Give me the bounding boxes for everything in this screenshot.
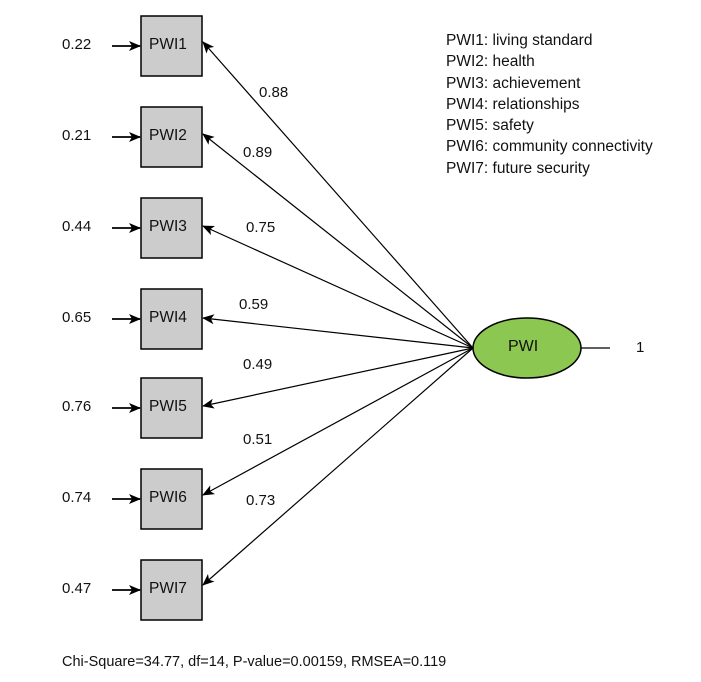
legend: PWI1: living standard PWI2: health PWI3:…: [446, 30, 653, 179]
error-variance: 0.65: [62, 309, 92, 326]
legend-item: PWI3: achievement: [446, 74, 581, 92]
loading-arrow: [202, 347, 474, 496]
indicator-label: PWI5: [149, 398, 187, 415]
indicator-box: [140, 468, 203, 530]
indicator-box: [140, 377, 203, 439]
factor-loading: 0.75: [246, 219, 276, 236]
indicator-box: [140, 106, 203, 168]
indicator-label: PWI2: [149, 127, 187, 144]
error-variance: 0.21: [62, 127, 92, 144]
factor-loading: 0.49: [243, 356, 273, 373]
indicator-label: PWI6: [149, 489, 187, 506]
indicator-box: [140, 15, 203, 77]
indicator-label: PWI1: [149, 36, 187, 53]
loading-arrow: [202, 347, 474, 586]
loading-arrow: [202, 347, 474, 409]
indicator-label: PWI3: [149, 218, 187, 235]
factor-loading: 0.88: [259, 84, 289, 101]
loading-arrow: [202, 314, 474, 349]
error-variance: 0.76: [62, 398, 92, 415]
legend-item: PWI4: relationships: [446, 95, 580, 113]
loading-arrow: [202, 133, 474, 349]
indicator-box: [140, 288, 203, 350]
factor-loading: 0.73: [246, 492, 276, 509]
indicator-box: [140, 559, 203, 621]
error-variance: 0.74: [62, 489, 92, 506]
legend-item: PWI2: health: [446, 53, 535, 71]
factor-loading: 0.89: [243, 144, 273, 161]
legend-item: PWI5: safety: [446, 117, 534, 135]
indicator-box: [140, 197, 203, 259]
factor-label: PWI: [508, 338, 539, 355]
error-variance: 0.47: [62, 580, 92, 597]
fit-statistics: Chi-Square=34.77, df=14, P-value=0.00159…: [62, 654, 447, 670]
indicator-label: PWI7: [149, 580, 187, 597]
legend-item: PWI6: community connectivity: [446, 138, 653, 156]
legend-item: PWI1: living standard: [446, 32, 593, 49]
error-variance: 0.44: [62, 218, 92, 235]
error-variance: 0.22: [62, 36, 92, 53]
loading-arrow: [202, 225, 474, 349]
indicator-label: PWI4: [149, 309, 187, 326]
factor-loading: 0.59: [239, 296, 269, 313]
factor-loading: 0.51: [243, 431, 273, 448]
loading-arrow: [202, 41, 474, 349]
legend-item: PWI7: future security: [446, 159, 590, 177]
factor-variance: 1: [636, 339, 645, 356]
